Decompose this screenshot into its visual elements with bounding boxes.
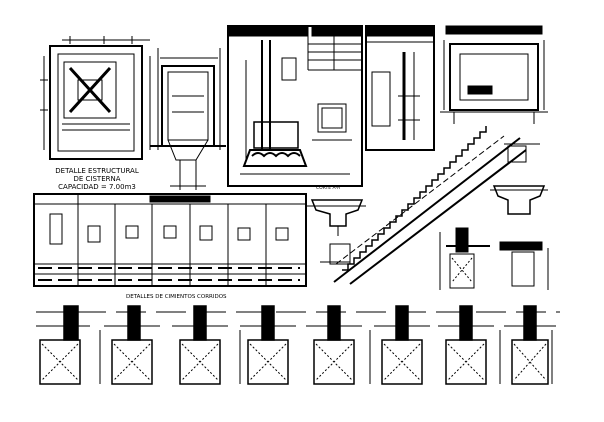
cisterna-plan-detail [40,36,151,160]
cisterna-caption: DETALLE ESTRUCTURAL DE CISTERNA CAPACIDA… [34,168,160,191]
cisterna-caption-line1: DETALLE ESTRUCTURAL [55,167,139,175]
continuous-footing-details [36,305,560,385]
corte-label: CORTE A-A [316,186,341,191]
footing-detail-small-left [439,227,490,290]
cimientos-caption: DETALLES DE CIMIENTOS CORRIDOS [126,294,227,300]
landing-beam-detail [490,185,548,215]
beam-section-detail [440,25,548,124]
staircase-section [320,126,540,285]
pedestal-detail-panel [365,25,435,151]
footing-detail-small-right [499,241,549,290]
corte-a-a-detail [306,199,366,236]
cisterna-section-detail [150,48,226,190]
column-schedule-table [33,193,307,287]
escalera-detail-panel [227,25,363,187]
cisterna-caption-line2: DE CISTERNA [73,175,121,183]
cisterna-caption-line3: CAPACIDAD = 7.00m3 [58,183,136,191]
